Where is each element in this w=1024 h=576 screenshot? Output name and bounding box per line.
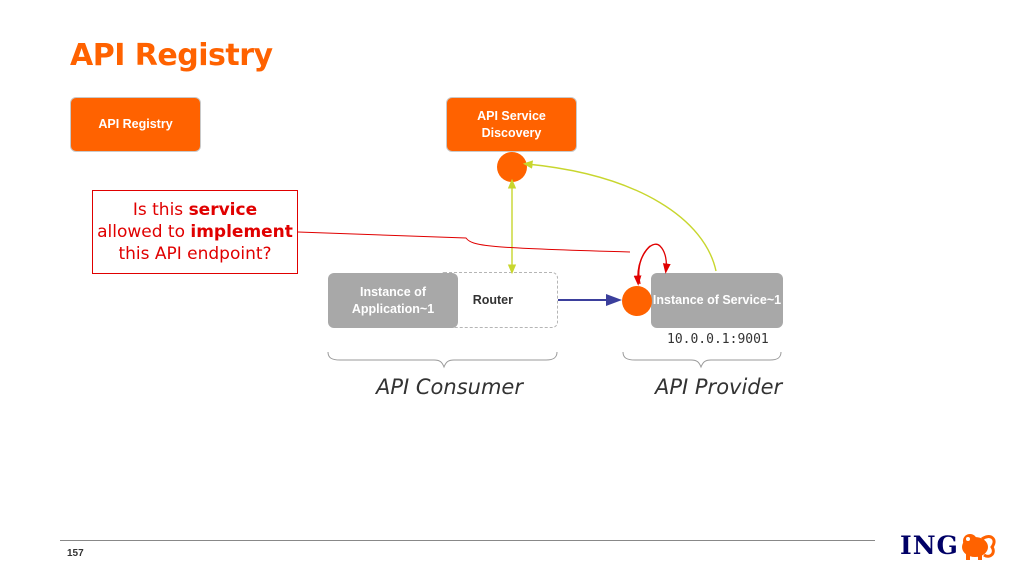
api-service-discovery-box[interactable]: API Service Discovery [446,97,577,152]
question-text-1: Is this [132,200,189,220]
service-endpoint-circle [622,286,652,316]
router-label: Router [472,292,513,307]
api-registry-box[interactable]: API Registry [70,97,201,152]
validation-loop-arrow-back [633,245,651,286]
question-callout: Is this service allowed to implement thi… [92,190,298,274]
ing-logo: ING [900,531,959,560]
footer-divider [60,540,875,541]
question-text-3: this API endpoint? [118,244,272,264]
lion-logo-icon [962,534,996,560]
page-number: 157 [67,548,84,559]
application-instance-box[interactable]: Instance of Application~1 [328,273,458,328]
validation-loop-arrow [638,243,671,285]
discovery-endpoint-circle [497,152,527,182]
api-consumer-label: API Consumer [376,375,523,399]
service-ip-address: 10.0.0.1:9001 [667,332,769,347]
question-keyword-implement: implement [190,222,293,242]
provider-brace [622,351,782,369]
consumer-brace [327,351,558,369]
question-keyword-service: service [188,200,258,220]
page-title: API Registry [70,38,273,73]
router-box[interactable]: Router [438,272,558,328]
question-text-2: allowed to [97,222,191,242]
question-connector-line [297,231,631,253]
service-registration-link [522,160,717,272]
service-instance-box[interactable]: Instance of Service~1 [651,273,783,328]
api-provider-label: API Provider [655,375,783,399]
